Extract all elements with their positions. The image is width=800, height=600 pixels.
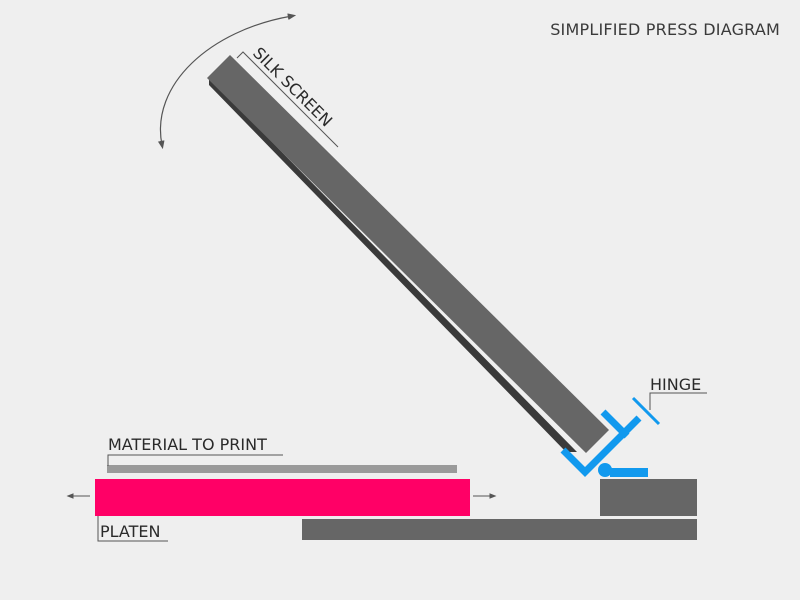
hinge-pin xyxy=(598,463,612,477)
hinge xyxy=(560,396,661,477)
material-leader xyxy=(107,454,283,466)
platen-label: PLATEN xyxy=(100,522,160,541)
hinge-bracket xyxy=(560,415,642,477)
diagram-title: SIMPLIFIED PRESS DIAGRAM xyxy=(550,20,780,39)
press-base xyxy=(302,519,697,540)
hinge-label: HINGE xyxy=(650,375,701,394)
platen-leader xyxy=(97,516,168,542)
hinge-tab xyxy=(631,396,661,426)
silk-screen-leader xyxy=(236,51,339,148)
platen xyxy=(95,479,470,516)
silk-screen-shadow xyxy=(209,78,577,452)
hinge-arm xyxy=(600,409,630,439)
rotation-arrow xyxy=(157,13,297,150)
material-to-print xyxy=(107,465,457,473)
hinge-leader xyxy=(649,392,707,410)
material-label: MATERIAL TO PRINT xyxy=(108,435,267,454)
silk-screen xyxy=(207,55,609,453)
silk-screen-body xyxy=(207,55,609,453)
hinge-base-block xyxy=(600,479,697,516)
hinge-plate xyxy=(610,468,648,477)
